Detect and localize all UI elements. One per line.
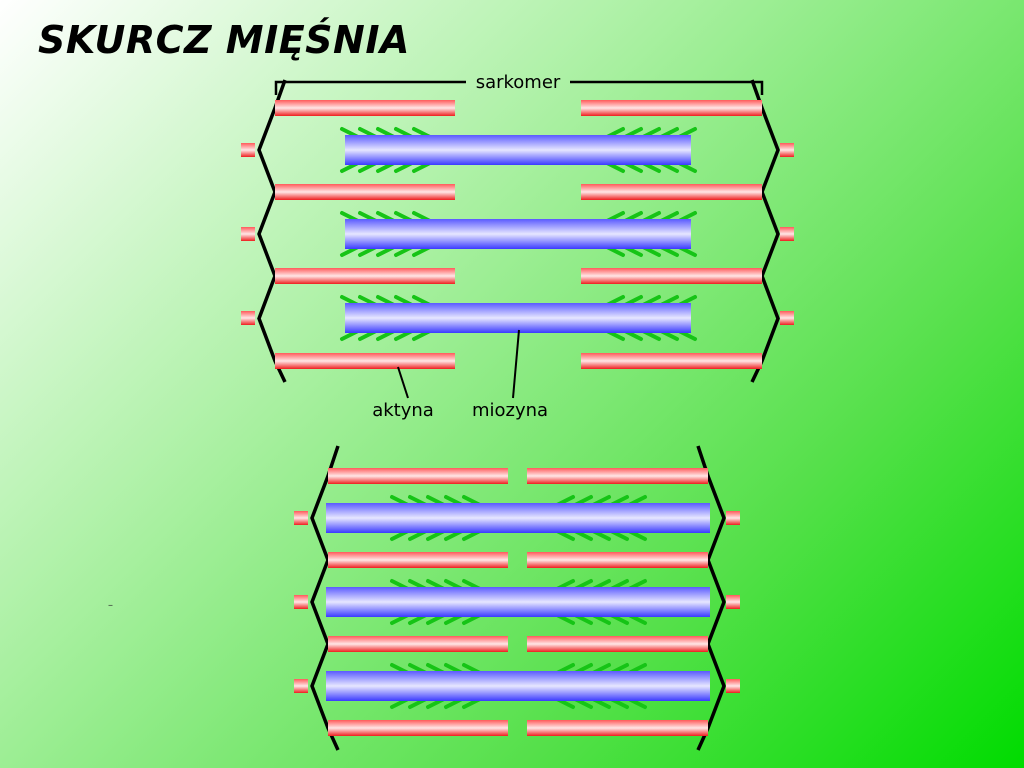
actin-filament [527, 552, 708, 568]
actin-stub [294, 595, 308, 609]
relaxed-sarcomere [241, 79, 794, 383]
slide-title: SKURCZ MIĘŚNIA [38, 18, 410, 62]
actin-filament [581, 184, 762, 200]
z-line [257, 79, 287, 383]
z-line [696, 445, 726, 751]
z-line [310, 445, 340, 751]
myosin-filament [326, 587, 710, 617]
actin-filament [527, 720, 708, 736]
actin-filament [527, 468, 708, 484]
actin-stub [780, 143, 794, 157]
actin-stub [780, 311, 794, 325]
contracted-sarcomere [294, 445, 740, 751]
z-line [750, 79, 780, 383]
actin-label: aktyna [372, 400, 434, 421]
actin-stub [726, 511, 740, 525]
actin-stub [241, 143, 255, 157]
myosin-filament [345, 303, 691, 333]
stray-mark: – [108, 600, 113, 611]
actin-stub [780, 227, 794, 241]
myosin-filament [345, 135, 691, 165]
sarcomere-bracket [274, 80, 764, 95]
actin-stub [726, 595, 740, 609]
myosin-filament [326, 671, 710, 701]
actin-filament [581, 353, 762, 369]
actin-stub [241, 311, 255, 325]
actin-filament [275, 353, 455, 369]
actin-stub [241, 227, 255, 241]
actin-filament [581, 268, 762, 284]
actin-filament [275, 268, 455, 284]
sarcomere-label: sarkomer [476, 72, 561, 93]
actin-filament [328, 552, 508, 568]
actin-filament [581, 100, 762, 116]
actin-filament [527, 636, 708, 652]
actin-stub [294, 679, 308, 693]
myosin-filament [326, 503, 710, 533]
actin-stub [294, 511, 308, 525]
actin-filament [275, 184, 455, 200]
myosin-pointer-line [512, 329, 520, 399]
actin-stub [726, 679, 740, 693]
actin-pointer-line [397, 366, 409, 399]
actin-filament [275, 100, 455, 116]
actin-filament [328, 720, 508, 736]
myosin-label: miozyna [472, 400, 548, 421]
actin-filament [328, 636, 508, 652]
actin-filament [328, 468, 508, 484]
myosin-filament [345, 219, 691, 249]
